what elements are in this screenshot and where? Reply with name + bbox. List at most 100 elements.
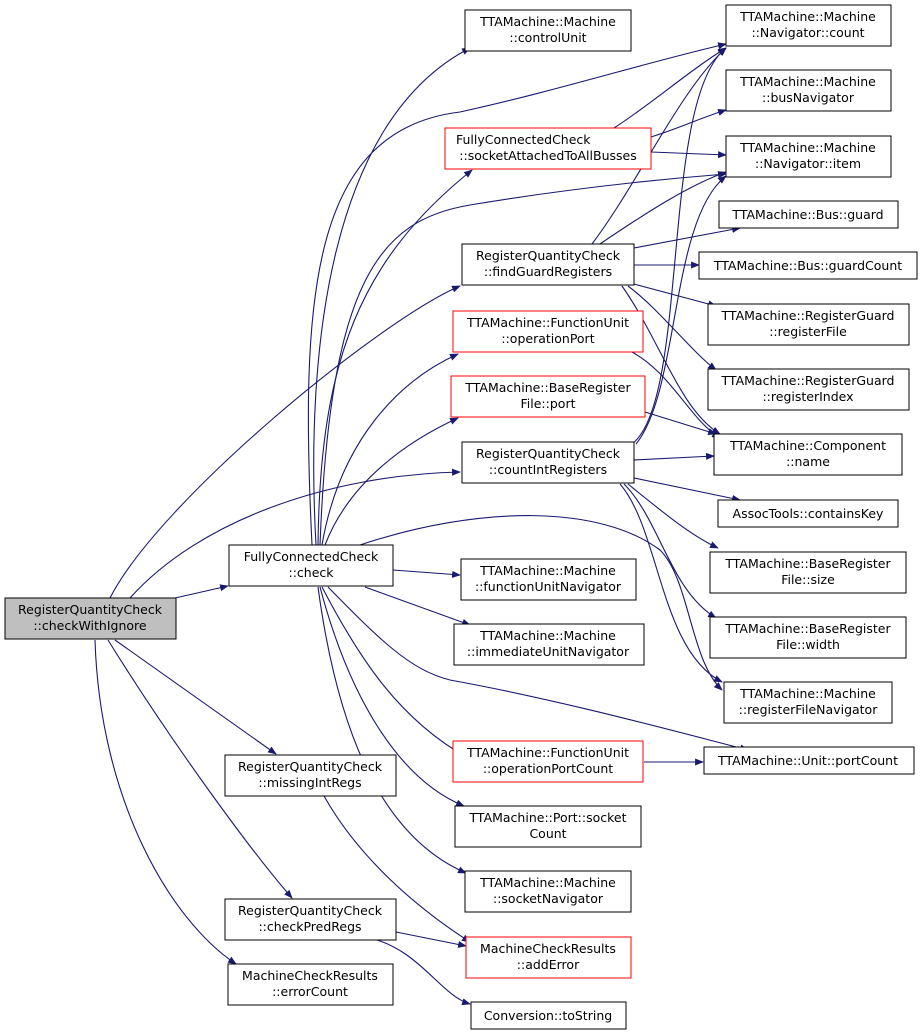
- node-label-line2: ::controlUnit: [509, 30, 586, 45]
- node-check-pred-regs[interactable]: RegisterQuantityCheck ::checkPredRegs: [224, 898, 397, 941]
- node-register-guard-register-index[interactable]: TTAMachine::RegisterGuard ::registerInde…: [707, 368, 910, 411]
- node-layer: RegisterQuantityCheck ::checkWithIgnore …: [4, 4, 918, 1030]
- node-socket-navigator[interactable]: TTAMachine::Machine ::socketNavigator: [464, 870, 632, 913]
- node-label-line2: ::socketAttachedToAllBusses: [459, 148, 636, 163]
- node-label-line1: TTAMachine::RegisterGuard: [721, 373, 895, 388]
- edge-root-to-missing-int-regs: [114, 639, 277, 755]
- edge-fc-check-to-unit-port-count: [327, 586, 749, 752]
- node-check-with-ignore[interactable]: RegisterQuantityCheck ::checkWithIgnore: [4, 597, 177, 640]
- node-fc-check[interactable]: FullyConnectedCheck ::check: [228, 544, 394, 587]
- node-label-line2: Count: [529, 826, 566, 841]
- node-label-line1: AssocTools::containsKey: [733, 506, 884, 521]
- node-label-line1: TTAMachine::Machine: [739, 74, 876, 89]
- node-navigator-item[interactable]: TTAMachine::Machine ::Navigator::item: [725, 135, 892, 178]
- node-brf-size[interactable]: TTAMachine::BaseRegister File::size: [709, 551, 907, 594]
- node-label-line2: ::checkPredRegs: [258, 919, 361, 934]
- edge-count-int-to-brf-width: [623, 483, 717, 619]
- node-label-line1: TTAMachine::BaseRegister: [464, 380, 631, 395]
- node-unit-port-count[interactable]: TTAMachine::Unit::portCount: [703, 746, 915, 775]
- node-add-error[interactable]: MachineCheckResults ::addError: [465, 936, 632, 979]
- node-label-line2: File::width: [776, 637, 840, 652]
- node-label-line2: ::countIntRegisters: [489, 462, 607, 477]
- node-register-file-navigator[interactable]: TTAMachine::Machine ::registerFileNaviga…: [723, 681, 893, 724]
- node-label-line1: TTAMachine::BaseRegister: [724, 621, 891, 636]
- node-count-int-registers[interactable]: RegisterQuantityCheck ::countIntRegister…: [461, 441, 635, 484]
- node-label-line2: ::missingIntRegs: [258, 775, 361, 790]
- node-label-line1: FullyConnectedCheck: [244, 549, 379, 564]
- edge-check-pred-regs-to-add-error: [395, 931, 467, 948]
- node-label-line1: Conversion::toString: [484, 1008, 612, 1023]
- node-bus-navigator[interactable]: TTAMachine::Machine ::busNavigator: [725, 69, 892, 112]
- edge-count-int-to-nav-item: [635, 175, 727, 445]
- node-label-line1: RegisterQuantityCheck: [18, 602, 163, 617]
- node-label-line2: ::Navigator::count: [751, 25, 864, 40]
- node-contains-key[interactable]: AssocTools::containsKey: [717, 499, 899, 528]
- edge-count-int-to-rf-navigator: [619, 483, 723, 683]
- edge-brf-port-to-component-name: [644, 411, 717, 436]
- node-label-line2: ::socketNavigator: [493, 891, 604, 906]
- edge-fc-check-to-fu-op-port-count: [321, 586, 469, 759]
- node-label-line2: ::registerFileNavigator: [739, 702, 879, 717]
- node-to-string[interactable]: Conversion::toString: [470, 1001, 627, 1030]
- node-label-line1: TTAMachine::Machine: [479, 563, 616, 578]
- node-label-line1: RegisterQuantityCheck: [476, 446, 621, 461]
- edge-fc-check-to-nav-count-1: [307, 42, 727, 546]
- node-label-line2: ::operationPortCount: [483, 761, 613, 776]
- edge-find-guard-to-component-name: [621, 285, 721, 435]
- edge-fc-check-to-socket-navigator: [317, 586, 467, 874]
- node-label-line1: TTAMachine::Machine: [739, 140, 876, 155]
- node-label-line1: TTAMachine::Bus::guard: [731, 207, 883, 222]
- edge-fc-check-to-unit-port-count-a: [359, 515, 723, 691]
- node-bus-guard[interactable]: TTAMachine::Bus::guard: [718, 200, 899, 229]
- node-label-line1: TTAMachine::Machine: [479, 14, 616, 29]
- node-label-line1: TTAMachine::FunctionUnit: [466, 315, 629, 330]
- edge-socket-attached-to-nav-count: [613, 47, 727, 129]
- node-label-line2: ::errorCount: [272, 984, 348, 999]
- edge-root-to-count-int-regs: [129, 468, 461, 599]
- node-component-name[interactable]: TTAMachine::Component ::name: [713, 433, 903, 476]
- node-label-line2: ::functionUnitNavigator: [475, 579, 622, 594]
- edge-find-guard-to-rg-register-file: [633, 283, 717, 308]
- edge-socket-attached-to-nav-item: [650, 151, 727, 159]
- node-brf-width[interactable]: TTAMachine::BaseRegister File::width: [709, 616, 907, 659]
- edge-fc-check-to-iu-navigator: [364, 586, 471, 626]
- node-function-unit-navigator[interactable]: TTAMachine::Machine ::functionUnitNaviga…: [460, 558, 637, 601]
- edge-count-int-to-nav-count: [631, 47, 727, 445]
- node-missing-int-regs[interactable]: RegisterQuantityCheck ::missingIntRegs: [224, 754, 397, 797]
- node-label-line1: RegisterQuantityCheck: [238, 903, 383, 918]
- node-label-line1: TTAMachine::Component: [729, 438, 886, 453]
- node-label-line2: ::checkWithIgnore: [33, 618, 146, 633]
- node-immediate-unit-navigator[interactable]: TTAMachine::Machine ::immediateUnitNavig…: [453, 623, 645, 666]
- node-find-guard-registers[interactable]: RegisterQuantityCheck ::findGuardRegiste…: [461, 243, 635, 286]
- edge-root-to-error-count: [94, 639, 237, 965]
- node-label-line1: RegisterQuantityCheck: [476, 248, 621, 263]
- node-label-line1: TTAMachine::Bus::guardCount: [713, 258, 902, 273]
- edge-fc-check-to-socket-attached: [317, 169, 473, 546]
- node-fu-operation-port[interactable]: TTAMachine::FunctionUnit ::operationPort: [452, 310, 644, 353]
- edge-fc-check-to-control-unit: [313, 47, 471, 546]
- node-register-guard-register-file[interactable]: TTAMachine::RegisterGuard ::registerFile: [707, 303, 910, 346]
- node-socket-attached-to-all-busses[interactable]: FullyConnectedCheck ::socketAttachedToAl…: [444, 127, 652, 170]
- node-label-line2: ::addError: [517, 957, 580, 972]
- edge-find-guard-to-nav-item: [599, 171, 727, 245]
- node-label-line2: ::Navigator::item: [755, 156, 861, 171]
- node-label-line1: TTAMachine::Machine: [739, 686, 876, 701]
- node-error-count[interactable]: MachineCheckResults ::errorCount: [227, 963, 394, 1006]
- node-label-line1: MachineCheckResults: [480, 941, 616, 956]
- node-label-line1: TTAMachine::Unit::portCount: [717, 753, 898, 768]
- node-fu-operation-port-count[interactable]: TTAMachine::FunctionUnit ::operationPort…: [452, 740, 644, 783]
- node-navigator-count[interactable]: TTAMachine::Machine ::Navigator::count: [725, 4, 892, 47]
- node-brf-port[interactable]: TTAMachine::BaseRegister File::port: [450, 375, 646, 418]
- node-label-line2: ::registerIndex: [762, 389, 853, 404]
- node-label-line1: TTAMachine::Machine: [479, 628, 616, 643]
- node-bus-guard-count[interactable]: TTAMachine::Bus::guardCount: [698, 251, 918, 280]
- edge-fc-check-to-port-socket-count: [319, 586, 465, 807]
- edge-socket-attached-to-bus-navigator: [650, 108, 727, 138]
- node-label-line2: File::port: [521, 396, 576, 411]
- node-control-unit[interactable]: TTAMachine::Machine ::controlUnit: [464, 9, 632, 52]
- edge-fc-check-to-nav-item-1: [319, 171, 727, 546]
- node-label-line1: TTAMachine::Port::socket: [468, 810, 626, 825]
- edge-find-guard-to-rg-register-index: [627, 285, 717, 371]
- node-port-socket-count[interactable]: TTAMachine::Port::socket Count: [454, 805, 642, 848]
